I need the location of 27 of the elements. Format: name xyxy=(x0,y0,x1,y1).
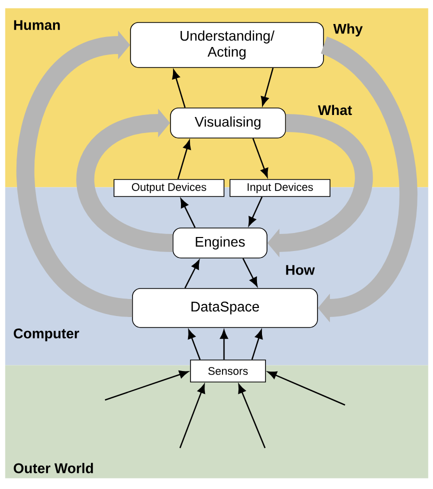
loop-label: Why xyxy=(333,23,363,36)
arrow xyxy=(172,70,186,108)
arrow xyxy=(179,384,206,448)
loop-label: How xyxy=(286,265,315,275)
device-box: Sensors xyxy=(190,360,266,382)
arrow xyxy=(104,370,188,401)
device-box: Output Devices xyxy=(114,179,224,197)
arrow xyxy=(188,330,201,360)
arrow xyxy=(268,371,346,406)
process-box: Engines xyxy=(172,228,268,258)
loop-arrow xyxy=(76,108,174,252)
arrow xyxy=(238,384,266,448)
loop-arrow xyxy=(16,30,134,317)
arrow xyxy=(180,198,196,228)
arrow xyxy=(252,138,268,178)
process-box: Understanding/ Acting xyxy=(130,22,324,68)
loop-label: What xyxy=(318,104,352,116)
process-box: DataSpace xyxy=(132,288,318,328)
arrow xyxy=(177,140,191,180)
device-box: Input Devices xyxy=(230,179,330,197)
arrow xyxy=(242,258,258,287)
process-box: Visualising xyxy=(170,108,286,138)
arrow xyxy=(184,260,200,288)
arrow xyxy=(260,68,274,106)
arrow xyxy=(248,196,263,226)
arrow xyxy=(220,330,228,360)
arrow xyxy=(251,330,263,360)
